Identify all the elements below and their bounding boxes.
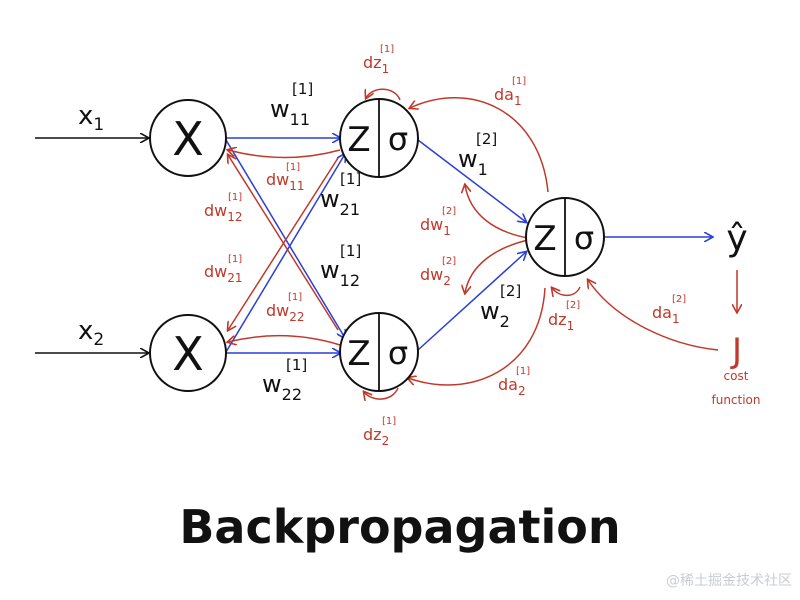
svg-text:da1: da1 [652,303,680,326]
svg-text:[2]: [2] [672,294,686,305]
svg-text:[1]: [1] [512,76,526,87]
label-w2-2: w2 [2] [480,282,521,331]
svg-text:w11: w11 [270,95,310,129]
label-w1-2: w1 [2] [458,130,497,179]
output-node-sigma: σ [574,219,594,257]
svg-text:w1: w1 [458,145,488,179]
label-w22-1: w22 [1] [262,356,307,404]
grad-h1-x2 [228,157,339,330]
svg-text:[1]: [1] [288,292,302,303]
svg-text:[1]: [1] [228,192,242,203]
grad-h1-x1 [228,150,341,159]
input-node-2: X [149,314,227,392]
hidden-node-2-sigma: σ [388,334,408,372]
svg-text:dw1: dw1 [420,215,451,238]
svg-text:dz1: dz1 [363,53,389,76]
label-dw11-1: dw11 [1] [266,162,305,193]
hidden-node-1-z: Z [347,120,370,160]
svg-text:w12: w12 [320,256,360,290]
grad-dw2-2 [465,239,529,293]
hidden-node-1: Z σ [339,98,419,178]
input-node-1: X [149,99,227,177]
svg-text:[1]: [1] [340,242,361,260]
svg-text:dw21: dw21 [204,262,243,285]
edge-x2-h1 [225,154,345,353]
svg-text:dw11: dw11 [266,170,305,193]
grad-h2-x2 [228,334,341,345]
svg-text:[2]: [2] [442,206,456,217]
svg-text:dw22: dw22 [266,301,305,324]
label-dz1-2: dz1 [2] [548,300,580,333]
label-dw12-1: dw12 [1] [204,192,243,224]
svg-text:da1: da1 [494,85,522,108]
input-node-1-symbol: X [172,112,204,166]
grad-h2-x1 [228,155,339,331]
label-da1-1: da1 [1] [494,76,526,108]
svg-text:w22: w22 [262,370,302,404]
label-dw1-2: dw1 [2] [420,206,456,238]
label-x2: x2 [78,316,104,350]
svg-text:[1]: [1] [340,170,361,188]
hidden-node-2: Z σ [339,312,419,392]
label-x1: x1 [78,101,104,135]
svg-text:[1]: [1] [382,416,396,427]
svg-text:[1]: [1] [286,356,307,374]
input-node-2-symbol: X [172,327,204,381]
label-w11-1: w11 [1] [270,80,313,129]
label-cost-J: J [730,331,742,371]
svg-text:dw2: dw2 [420,265,451,288]
svg-text:dz2: dz2 [363,425,389,448]
svg-text:dw12: dw12 [204,201,243,224]
dz1-1-loop [366,88,401,100]
label-dz2-1: dz2 [1] [363,416,396,448]
hidden-node-2-z: Z [347,334,370,374]
svg-text:[1]: [1] [286,162,300,173]
svg-text:[1]: [1] [516,366,530,377]
svg-text:[2]: [2] [500,282,521,300]
svg-text:w2: w2 [480,297,510,331]
svg-text:[1]: [1] [380,44,394,55]
label-dz1-1: dz1 [1] [363,44,394,76]
watermark: @稀土掘金技术社区 [666,573,792,589]
grad-da1-1 [410,97,549,193]
svg-text:[2]: [2] [442,256,456,267]
page-title: Backpropagation [179,500,621,554]
label-da2-1: da2 [1] [498,366,530,398]
svg-text:[1]: [1] [228,254,242,265]
label-w12-1: w12 [1] [320,242,361,290]
svg-text:[2]: [2] [476,130,497,148]
edge-h1-out [417,139,526,222]
svg-text:[1]: [1] [292,80,313,98]
label-da1-2: da1 [2] [652,294,686,326]
label-cost-line1: cost [724,369,749,383]
output-node-z: Z [533,219,556,259]
label-yhat: ŷ [726,218,747,259]
grad-da2-1 [408,287,546,386]
label-dw22-1: dw22 [1] [266,292,305,324]
label-w21-1: w21 [1] [320,170,361,219]
grad-dw1-2 [465,185,529,239]
edge-h2-out [417,252,526,351]
dz2-1-loop [364,387,399,399]
label-dw2-2: dw2 [2] [420,256,456,288]
grad-da1-2 [588,280,719,351]
label-cost-line2: function [711,393,760,407]
hidden-node-1-sigma: σ [388,120,408,158]
svg-text:w21: w21 [320,185,360,219]
svg-text:da2: da2 [498,375,526,398]
dz1-2-loop [552,287,581,295]
output-node: Z σ [525,197,605,277]
label-dw21-1: dw21 [1] [204,254,243,285]
svg-text:dz1: dz1 [548,310,574,333]
svg-text:[2]: [2] [566,300,580,311]
